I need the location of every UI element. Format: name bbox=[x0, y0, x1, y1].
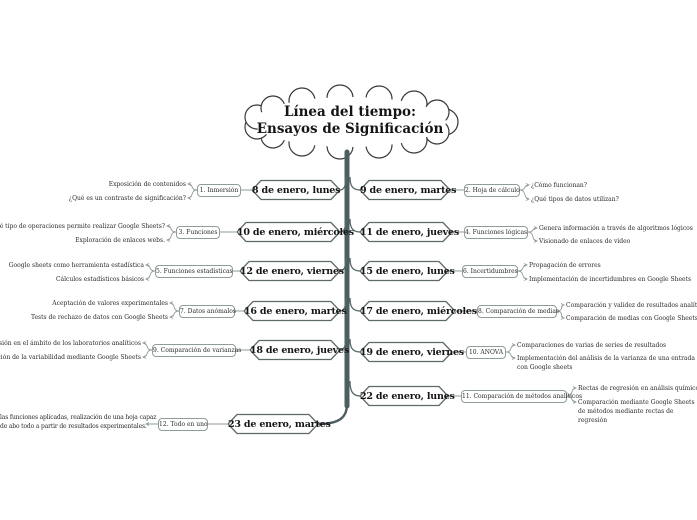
node-topic-datos-anomalos[interactable]: 7. Datos anómalos bbox=[179, 304, 236, 318]
leaf-text[interactable]: La precisión en el ámbito de los laborat… bbox=[0, 340, 141, 347]
date-node-shapes bbox=[227, 179, 456, 435]
node-date-jan8[interactable]: 8 de enero, lunes bbox=[252, 184, 341, 196]
leaf-text[interactable]: Genera información a través de algoritmo… bbox=[539, 225, 693, 232]
node-date-jan18[interactable]: 18 de enero, jueves bbox=[250, 344, 349, 356]
leaf-text[interactable]: las funciones aplicadas, realización de … bbox=[0, 414, 157, 430]
leaf-text[interactable]: Comparación de medias con Google Sheets bbox=[566, 315, 697, 322]
leaf-text[interactable]: Aceptación de valores experimentales bbox=[52, 300, 168, 307]
node-date-jan23[interactable]: 23 de enero, martes bbox=[228, 418, 331, 430]
node-topic-comparacion-metodos[interactable]: 11. Comparación de métodos analíticos bbox=[461, 389, 582, 403]
leaf-text[interactable]: ¿Qué tipo de operaciones permite realiza… bbox=[0, 223, 165, 230]
node-date-jan19[interactable]: 19 de enero, viernes bbox=[360, 346, 464, 358]
node-date-jan12[interactable]: 12 de enero, viernes bbox=[240, 265, 344, 277]
trunk-bottom-curve bbox=[317, 403, 349, 426]
node-date-jan11[interactable]: 11 de enero, jueves bbox=[360, 226, 459, 238]
node-date-jan17[interactable]: 17 de enero, miércoles bbox=[360, 305, 477, 317]
leaf-text[interactable]: Tests de rechazo de datos con Google She… bbox=[30, 314, 168, 321]
node-date-jan10[interactable]: 10 de enero, miércoles bbox=[237, 226, 354, 238]
node-topic-comparacion-varianzas[interactable]: 9. Comparación de varianzas bbox=[152, 343, 241, 357]
node-topic-funciones[interactable]: 3. Funciones bbox=[176, 225, 220, 239]
leaf-text[interactable]: Comparaciones de varias de series de res… bbox=[517, 342, 667, 349]
leaf-text[interactable]: Implementación del análisis de la varian… bbox=[517, 355, 695, 371]
leaf-text[interactable]: ¿Cómo funcionan? bbox=[531, 182, 587, 189]
leaf-text[interactable]: Exposición de contenidos bbox=[108, 181, 186, 188]
leaf-forks bbox=[141, 182, 578, 426]
node-links bbox=[208, 189, 477, 425]
leaf-text[interactable]: Comparación y validez de resultados anal… bbox=[566, 302, 697, 309]
title-line-2: Ensayos de Significación bbox=[256, 121, 444, 137]
node-topic-incertidumbres[interactable]: 6. Incertidumbres bbox=[462, 264, 518, 278]
leaf-text[interactable]: Comparación de la variabilidad mediante … bbox=[0, 354, 141, 361]
node-topic-hoja-de-calculo[interactable]: 2. Hoja de cálculo bbox=[464, 183, 520, 197]
leaf-text[interactable]: Rectas de regresión en análisis químico bbox=[578, 385, 697, 392]
node-date-jan22[interactable]: 22 de enero, lunes bbox=[360, 390, 455, 402]
node-topic-anova[interactable]: 10. ANOVA bbox=[466, 345, 506, 359]
leaf-text[interactable]: Comparación mediante Google Sheets de mé… bbox=[578, 399, 695, 424]
node-topic-funciones-logicas[interactable]: 4. Funciones lógicas bbox=[464, 225, 528, 239]
node-date-jan9[interactable]: 9 de enero, martes bbox=[360, 184, 457, 196]
leaf-text[interactable]: Cálculos estadísticos básicos bbox=[55, 276, 144, 283]
node-topic-inmersion[interactable]: 1. Inmersión bbox=[197, 183, 241, 197]
leaf-text[interactable]: ¿Qué es un contraste de significación? bbox=[68, 195, 186, 202]
node-topic-todo-en-uno[interactable]: 12. Todo en uno bbox=[158, 417, 208, 431]
node-topic-funciones-estadisticas[interactable]: 5. Funciones estadísticas bbox=[155, 264, 233, 278]
node-date-jan15[interactable]: 15 de enero, lunes bbox=[360, 265, 455, 277]
leaf-text[interactable]: ¿Qué tipos de datos utilizan? bbox=[531, 196, 619, 203]
leaf-text[interactable]: Google sheets como herramienta estadísti… bbox=[8, 262, 144, 269]
leaf-text[interactable]: Visionado de enlaces de video bbox=[539, 238, 631, 245]
node-date-jan16[interactable]: 16 de enero, martes bbox=[244, 305, 347, 317]
root-node-title[interactable]: Línea del tiempo: Ensayos de Significaci… bbox=[240, 104, 460, 138]
node-topic-comparacion-medias[interactable]: 8. Comparación de medias bbox=[477, 304, 559, 318]
title-line-1: Línea del tiempo: bbox=[284, 104, 416, 120]
leaf-text[interactable]: Implementación de incertidumbres en Goog… bbox=[529, 276, 692, 283]
leaf-text[interactable]: Exploración de enlaces webs. bbox=[75, 237, 165, 244]
branches bbox=[339, 176, 361, 397]
leaf-text[interactable]: Propagación de errores bbox=[529, 262, 601, 269]
